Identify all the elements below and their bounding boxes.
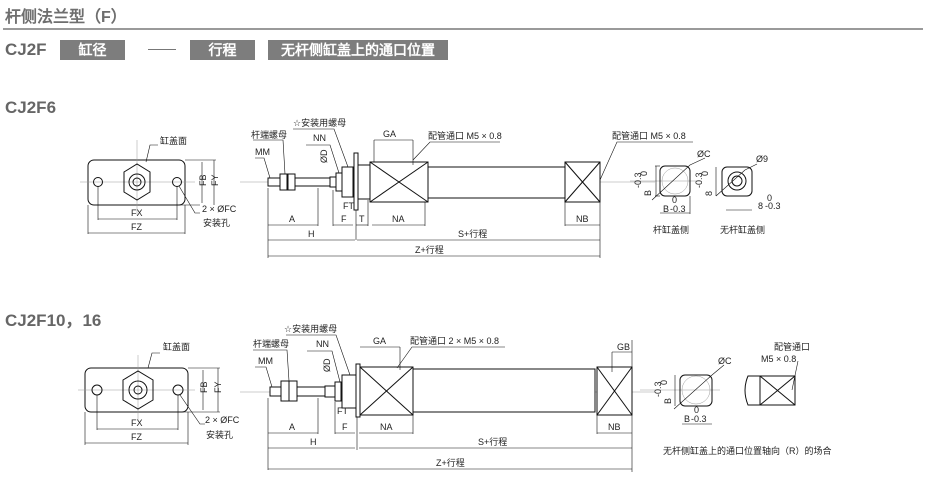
dimension-label: 杆端螺母 <box>251 129 287 140</box>
section1-title: CJ2F6 <box>5 98 57 117</box>
end-views: ØC B -0.3 0 B-0.3 0 Ø9 8 -0.3 0 8-0.3 0 … <box>630 149 781 235</box>
dimension-label: 配管通口 M5 × 0.8 <box>428 130 502 141</box>
order-bore-tag: 缸径 <box>60 40 125 60</box>
dimension-label: 2 × ØFC <box>205 415 240 425</box>
end-views-2: ØC B -0.3 0 B-0.3 0 配管通口 M5 × 0.8 无杆侧缸盖上… <box>640 341 832 456</box>
dimension-label: F <box>341 214 347 224</box>
section2-title: CJ2F10，16 <box>5 311 102 330</box>
dimension-label: -0.3 <box>670 204 686 214</box>
dimension-label: ☆安装用螺母 <box>284 323 337 334</box>
dimension-label: ØD <box>319 149 329 163</box>
dimension-label: FT <box>337 406 348 416</box>
order-port-tag: 无杆侧缸盖上的通口位置 <box>268 40 448 60</box>
dimension-label: FX <box>131 418 143 428</box>
dimension-label: -0.3 <box>653 381 663 397</box>
order-model: CJ2F <box>5 40 47 59</box>
dimension-label: H <box>310 437 317 447</box>
dimension-label: GA <box>373 336 386 346</box>
dimension-label: B <box>643 190 653 196</box>
dimension-label: A <box>289 422 295 432</box>
dimension-label: FZ <box>131 432 142 442</box>
dimension-label: B <box>684 414 690 424</box>
page-title: 杆侧法兰型（F） <box>5 9 127 26</box>
dimension-label: 0 <box>639 171 649 176</box>
dimension-label: H <box>308 229 315 239</box>
dimension-label: B <box>663 398 673 404</box>
dimension-label: 无杆侧缸盖上的通口位置轴向（R）的场合 <box>663 445 832 456</box>
dimension-label: 安装孔 <box>206 429 233 440</box>
dimension-label: -0.3 <box>694 172 704 188</box>
dimension-label: 缸盖面 <box>163 341 190 352</box>
dimension-label: 0 <box>700 171 710 176</box>
dimension-label: ØC <box>697 149 711 159</box>
dimension-label: MM <box>255 147 270 157</box>
dimension-label: 2 × ØFC <box>202 204 237 214</box>
dimension-label: FY <box>210 174 220 186</box>
dimension-label: 配管通口 2 × M5 × 0.8 <box>410 335 499 346</box>
dimension-label: NA <box>380 422 393 432</box>
dimension-label: ØD <box>322 358 332 372</box>
dimension-label: NN <box>313 133 326 143</box>
title-divider <box>3 28 923 30</box>
dimension-label: 8 <box>704 191 714 196</box>
order-stroke-tag: 行程 <box>190 40 255 60</box>
dimension-label: -0.3 <box>691 414 707 424</box>
dimension-label: 8 <box>758 201 763 211</box>
dimension-label: ØC <box>718 356 732 366</box>
dimension-label: GA <box>383 129 396 139</box>
dimension-label: Z+行程 <box>436 457 465 468</box>
dimension-label: NA <box>392 214 405 224</box>
dimension-label: B <box>663 204 669 214</box>
dimension-label: 0 <box>694 405 699 415</box>
dimension-label: Ø9 <box>756 154 768 164</box>
cylinder-side-view: 杆端螺母 MM ☆安装用螺母 NN ØD GA 配管通口 M5 × 0.8 配管… <box>240 117 693 258</box>
dimension-label: GB <box>617 342 630 352</box>
dimension-label: Z+行程 <box>415 244 444 255</box>
dimension-label: 配管通口 <box>774 341 810 352</box>
dimension-label: 无杆缸盖侧 <box>720 224 765 235</box>
dimension-label: FX <box>131 208 143 218</box>
dimension-label: 缸盖面 <box>160 135 187 146</box>
dimension-label: 杆缸盖侧 <box>653 224 689 235</box>
dimension-label: FB <box>199 381 209 393</box>
dimension-label: 配管通口 M5 × 0.8 <box>612 130 686 141</box>
dimension-label: S+行程 <box>478 436 507 447</box>
dimension-label: -0.3 <box>633 172 643 188</box>
dimension-label: FZ <box>131 222 142 232</box>
dimension-label: 杆端螺母 <box>253 338 289 349</box>
dimension-label: F <box>342 422 348 432</box>
dimension-label: A <box>289 214 295 224</box>
dimension-label: S+行程 <box>458 228 487 239</box>
dimension-label: ☆安装用螺母 <box>293 117 346 128</box>
dimension-label: FB <box>198 174 208 186</box>
cylinder-side-view-2: 杆端螺母 MM ☆安装用螺母 NN ØD GA 配管通口 2 × M5 × 0.… <box>240 323 655 472</box>
order-separator <box>148 49 176 50</box>
dimension-label: NN <box>316 339 329 349</box>
flange-front-view-2: 缸盖面 FB FY FX FZ 2 × ØFC 安装孔 <box>78 341 240 445</box>
dimension-label: MM <box>258 356 273 366</box>
dimension-label: FT <box>343 201 354 211</box>
dimension-label: T <box>359 214 365 224</box>
dimension-label: 安装孔 <box>203 217 230 228</box>
dimension-label: NB <box>608 422 621 432</box>
dimension-label: 0 <box>767 193 772 203</box>
dimension-label: 0 <box>659 380 669 385</box>
dimension-label: NB <box>576 214 589 224</box>
dimension-label: -0.3 <box>765 201 781 211</box>
flange-front-view: 缸盖面 FB FY FX FZ 2 × ØFC 安装孔 <box>80 135 237 234</box>
dimension-label: M5 × 0.8 <box>761 354 796 364</box>
dimension-label: 0 <box>672 195 677 205</box>
dimension-label: FY <box>213 381 223 393</box>
